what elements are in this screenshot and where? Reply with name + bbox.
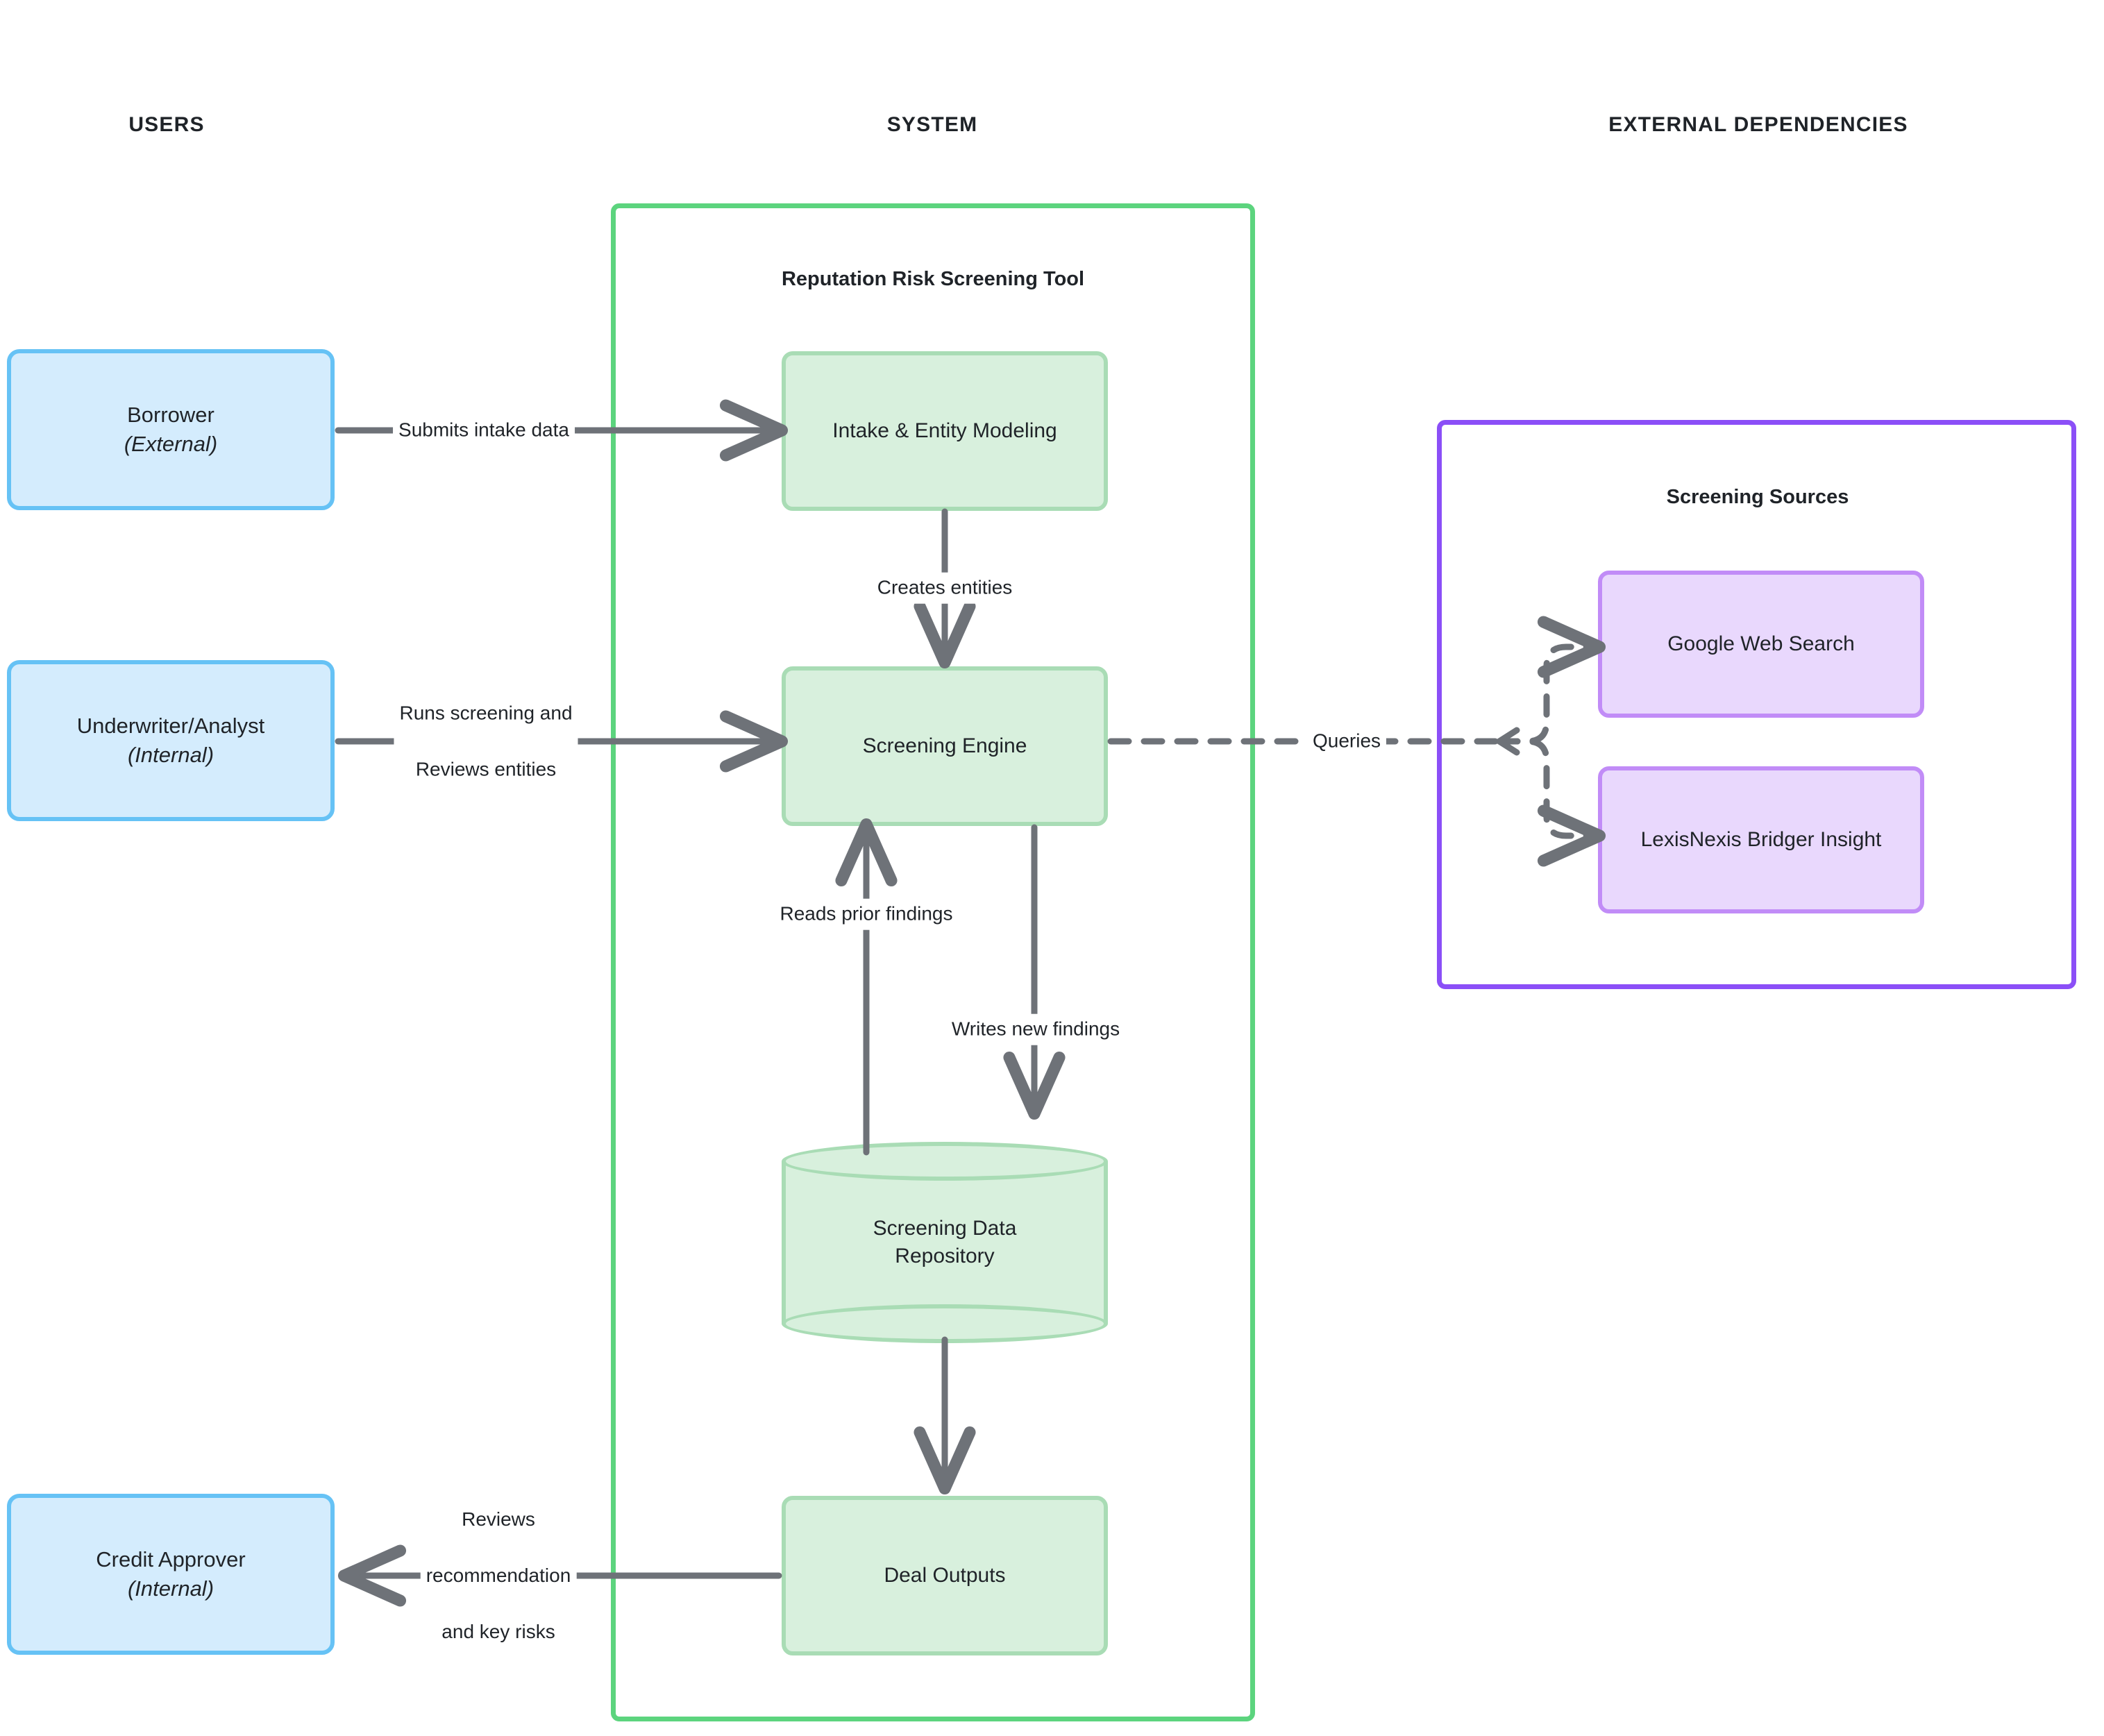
edge-label-submits-intake-data: Submits intake data (393, 414, 575, 446)
node-lexisnexis-bridger-insight-label: LexisNexis Bridger Insight (1640, 827, 1882, 851)
node-deal-outputs[interactable]: Deal Outputs (782, 1496, 1108, 1655)
node-deal-outputs-label: Deal Outputs (884, 1563, 1006, 1587)
edge-label-reviews-recommendation: Reviews recommendation and key risks (420, 1475, 577, 1676)
edge-label-creates-entities: Creates entities (871, 572, 1018, 604)
node-screening-data-repository-label: Screening Data Repository (782, 1142, 1108, 1343)
edge-label-reads-prior-findings: Reads prior findings (774, 898, 959, 930)
edge-label-reviews-line2: recommendation (426, 1564, 571, 1586)
node-lexisnexis-bridger-insight[interactable]: LexisNexis Bridger Insight (1598, 766, 1924, 913)
actor-borrower-name: Borrower (127, 403, 214, 428)
edge-label-runs-screening: Runs screening and Reviews entities (394, 669, 578, 814)
edge-label-reviews-line3: and key risks (441, 1620, 555, 1642)
node-google-web-search-label: Google Web Search (1667, 632, 1855, 655)
node-screening-engine[interactable]: Screening Engine (782, 666, 1108, 826)
external-group-title: Screening Sources (1666, 486, 1849, 508)
edge-label-writes-new-findings: Writes new findings (945, 1013, 1126, 1045)
actor-credit-approver[interactable]: Credit Approver (Internal) (7, 1494, 335, 1655)
actor-credit-approver-scope: (Internal) (127, 1576, 214, 1601)
actor-borrower-scope: (External) (124, 432, 218, 456)
actor-underwriter-analyst-scope: (Internal) (127, 743, 214, 767)
system-group-title: Reputation Risk Screening Tool (781, 268, 1085, 290)
node-intake-entity-modeling-label: Intake & Entity Modeling (832, 419, 1057, 442)
node-screening-engine-label: Screening Engine (862, 734, 1027, 757)
column-header-users: USERS (128, 113, 205, 136)
system-group-container (611, 203, 1255, 1721)
cylinder-top-ellipse (782, 1142, 1108, 1181)
repository-label-line2: Repository (895, 1245, 995, 1267)
actor-credit-approver-name: Credit Approver (96, 1547, 246, 1572)
edge-label-runs-screening-line1: Runs screening and (399, 702, 573, 724)
edge-label-reviews-line1: Reviews (462, 1508, 535, 1530)
actor-borrower[interactable]: Borrower (External) (7, 349, 335, 510)
actor-underwriter-analyst[interactable]: Underwriter/Analyst (Internal) (7, 660, 335, 821)
edge-label-runs-screening-line2: Reviews entities (415, 758, 557, 780)
repository-label-line1: Screening Data (873, 1216, 1017, 1240)
column-header-system: SYSTEM (886, 113, 978, 136)
actor-underwriter-analyst-name: Underwriter/Analyst (76, 714, 265, 739)
node-intake-entity-modeling[interactable]: Intake & Entity Modeling (782, 351, 1108, 511)
column-header-external-dependencies: EXTERNAL DEPENDENCIES (1608, 113, 1908, 136)
cylinder-body (782, 1161, 1108, 1324)
node-google-web-search[interactable]: Google Web Search (1598, 571, 1924, 718)
external-group-container (1437, 420, 2076, 989)
edge-label-queries: Queries (1306, 725, 1387, 757)
node-screening-data-repository[interactable]: Screening Data Repository (782, 1142, 1108, 1343)
